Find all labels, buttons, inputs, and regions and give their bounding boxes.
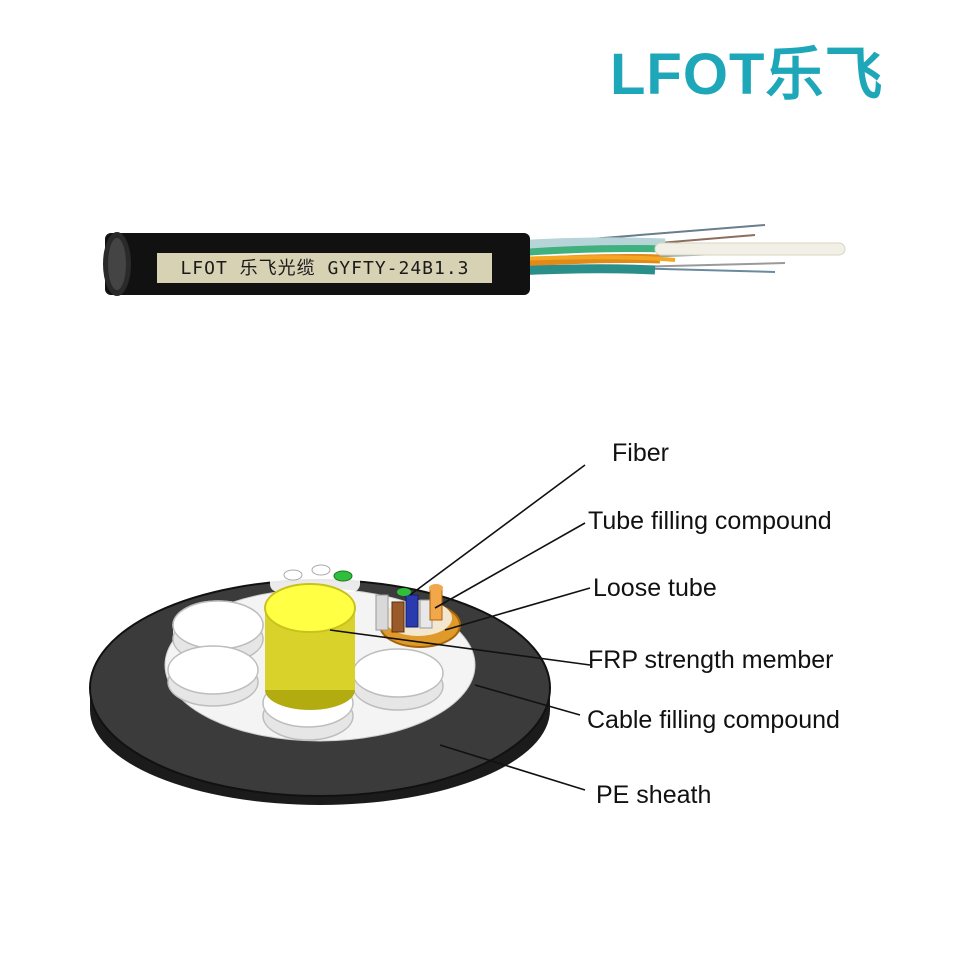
- brand-logo-text: LFOT乐飞: [610, 42, 884, 107]
- cable-photo: [103, 224, 846, 296]
- loose-tubes: [514, 237, 676, 276]
- leader-lines: [329, 464, 591, 791]
- label-cable-filling-compound: Cable filling compound: [587, 706, 840, 734]
- label-loose-tube: Loose tube: [593, 574, 717, 602]
- brand-logo: LFOT乐飞: [610, 40, 900, 110]
- frp-rod: [654, 242, 846, 256]
- label-fiber: Fiber: [612, 439, 669, 467]
- frp-strength-member: [264, 583, 356, 710]
- cable-print-text: LFOT 乐飞光缆 GYFTY-24B1.3: [180, 258, 470, 279]
- label-tube-filling-compound: Tube filling compound: [588, 507, 832, 535]
- label-pe-sheath: PE sheath: [596, 781, 712, 809]
- loose-tube: [375, 584, 461, 648]
- print-strip: [157, 253, 492, 283]
- label-frp-strength-member: FRP strength member: [588, 646, 834, 674]
- cross-section-diagram: [89, 464, 591, 805]
